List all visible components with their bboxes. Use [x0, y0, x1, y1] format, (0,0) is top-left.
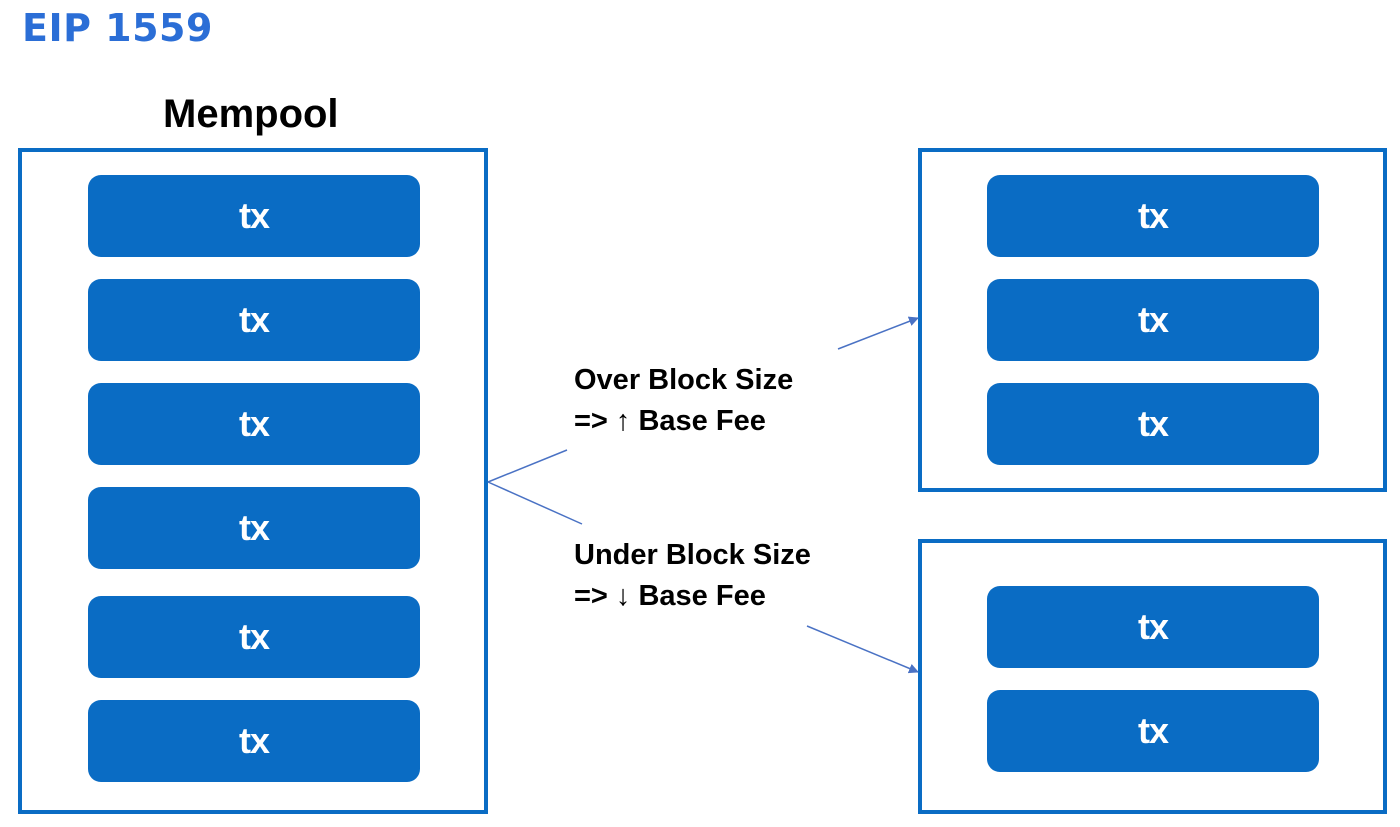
over-block-tx-3: tx — [987, 383, 1319, 465]
page-title: EIP 1559 — [22, 6, 213, 50]
under-block-label: Under Block Size => ↓ Base Fee — [574, 535, 811, 617]
mempool-tx-2: tx — [88, 279, 420, 361]
under-block-tx-1: tx — [987, 586, 1319, 668]
over-block-label: Over Block Size => ↑ Base Fee — [574, 360, 793, 442]
under-block-box: tx tx — [918, 539, 1387, 814]
under-block-tx-2: tx — [987, 690, 1319, 772]
under-block-arrow — [806, 625, 919, 674]
over-block-box: tx tx tx — [918, 148, 1387, 492]
over-block-tx-1: tx — [987, 175, 1319, 257]
mempool-tx-3: tx — [88, 383, 420, 465]
mempool-box: tx tx tx tx tx tx — [18, 148, 488, 814]
over-block-label-line2: => ↑ Base Fee — [574, 405, 766, 437]
mempool-upper-branch-line — [487, 449, 568, 483]
over-block-label-line1: Over Block Size — [574, 364, 794, 396]
under-block-label-line1: Under Block Size — [574, 539, 811, 571]
over-block-tx-2: tx — [987, 279, 1319, 361]
mempool-tx-6: tx — [88, 700, 420, 782]
under-block-label-line2: => ↓ Base Fee — [574, 580, 766, 612]
mempool-lower-branch-line — [487, 481, 583, 525]
mempool-tx-4: tx — [88, 487, 420, 569]
over-block-arrow — [837, 316, 919, 350]
mempool-label: Mempool — [163, 92, 339, 136]
mempool-tx-1: tx — [88, 175, 420, 257]
mempool-tx-5: tx — [88, 596, 420, 678]
